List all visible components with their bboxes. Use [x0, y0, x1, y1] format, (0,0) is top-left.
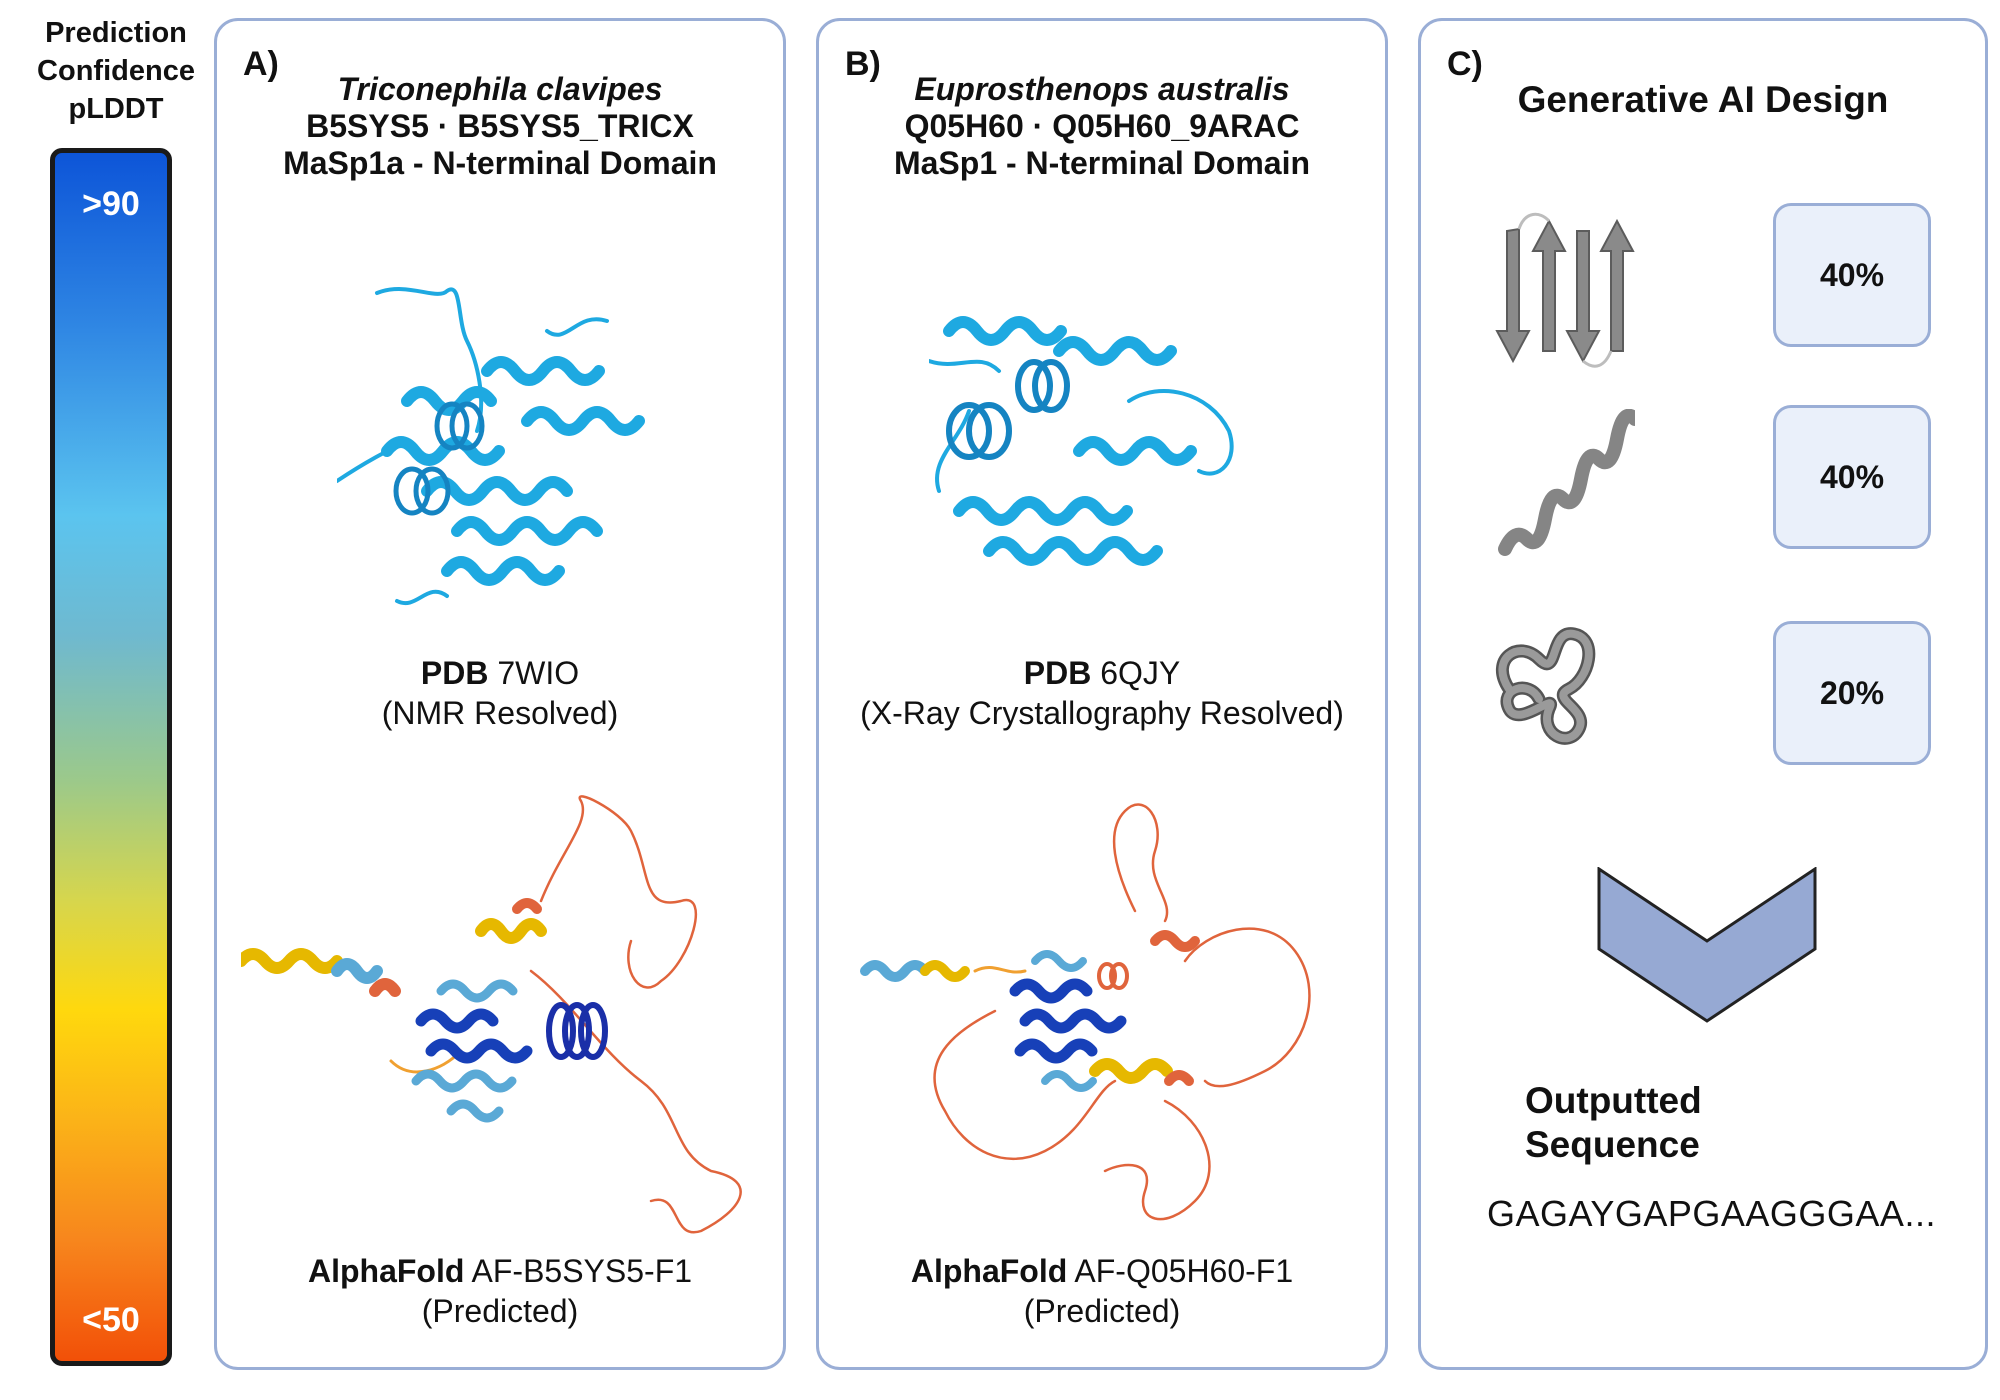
species-name: Triconephila clavipes	[337, 71, 663, 107]
pdb-caption: PDB 6QJY (X-Ray Crystallography Resolved…	[819, 653, 1385, 733]
pdb-id: 6QJY	[1100, 655, 1181, 691]
panel-letter: C)	[1447, 45, 1483, 83]
alphafold-label: AlphaFold	[910, 1253, 1068, 1289]
output-title-line: Outputted	[1525, 1080, 1702, 1121]
output-title: Outputted Sequence	[1525, 1079, 1702, 1167]
generative-ai-title: Generative AI Design	[1517, 79, 1889, 120]
domain-name: MaSp1 - N-terminal Domain	[893, 145, 1311, 181]
output-sequence: GAGAYGAPGAAGGGAA...	[1487, 1193, 1936, 1234]
pdb-label: PDB	[420, 655, 489, 691]
beta-sheet-percent: 40%	[1773, 203, 1931, 347]
alphafold-id: AF-B5SYS5-F1	[471, 1253, 693, 1289]
legend-title-line: pLDDT	[68, 93, 164, 125]
pdb-caption: PDB 7WIO (NMR Resolved)	[217, 653, 783, 733]
panel-a: A) Triconephila clavipes B5SYS5 · B5SYS5…	[214, 18, 786, 1370]
random-coil-icon	[1496, 627, 1596, 745]
panel-b: B) Euprosthenops australis Q05H60 · Q05H…	[816, 18, 1388, 1370]
panel-header: Triconephila clavipes B5SYS5 · B5SYS5_TR…	[217, 71, 783, 182]
pdb-structure-image	[929, 316, 1234, 566]
output-title-line: Sequence	[1525, 1124, 1700, 1165]
alphafold-caption: AlphaFold AF-B5SYS5-F1 (Predicted)	[217, 1251, 783, 1331]
plddt-color-scale: >90 <50	[50, 148, 172, 1366]
species-name: Euprosthenops australis	[914, 71, 1290, 107]
legend-title: Prediction Confidence pLDDT	[18, 14, 214, 128]
pdb-structure-image	[337, 287, 645, 605]
pdb-label: PDB	[1023, 655, 1092, 691]
beta-sheet-icon	[1495, 212, 1635, 368]
alphafold-status: (Predicted)	[1023, 1293, 1181, 1329]
pdb-id: 7WIO	[497, 655, 580, 691]
legend-low-label: <50	[82, 1301, 140, 1339]
alphafold-status: (Predicted)	[421, 1293, 579, 1329]
panel-letter: B)	[845, 45, 881, 83]
alphafold-structure-image	[860, 803, 1311, 1221]
alpha-helix-percent: 40%	[1773, 405, 1931, 549]
alphafold-caption: AlphaFold AF-Q05H60-F1 (Predicted)	[819, 1251, 1385, 1331]
pdb-method: (NMR Resolved)	[381, 695, 619, 731]
accession-id: Q05H60 · Q05H60_9ARAC	[904, 108, 1300, 144]
domain-name: MaSp1a - N-terminal Domain	[283, 145, 717, 181]
alphafold-label: AlphaFold	[307, 1253, 465, 1289]
pdb-method: (X-Ray Crystallography Resolved)	[860, 695, 1344, 731]
accession-id: B5SYS5 · B5SYS5_TRICX	[306, 108, 694, 144]
panel-c: C) Generative AI Design 40% 40% 20% Outp…	[1418, 18, 1988, 1370]
alphafold-structure-image	[241, 795, 742, 1234]
legend-title-line: Confidence	[37, 55, 195, 87]
legend-high-label: >90	[82, 185, 140, 223]
alphafold-id: AF-Q05H60-F1	[1074, 1253, 1294, 1289]
panel-letter: A)	[243, 45, 279, 83]
random-coil-percent: 20%	[1773, 621, 1931, 765]
panel-header: Euprosthenops australis Q05H60 · Q05H60_…	[819, 71, 1385, 182]
legend-title-line: Prediction	[45, 17, 187, 49]
alpha-helix-icon	[1498, 409, 1635, 556]
chevron-down-icon	[1597, 867, 1817, 1023]
